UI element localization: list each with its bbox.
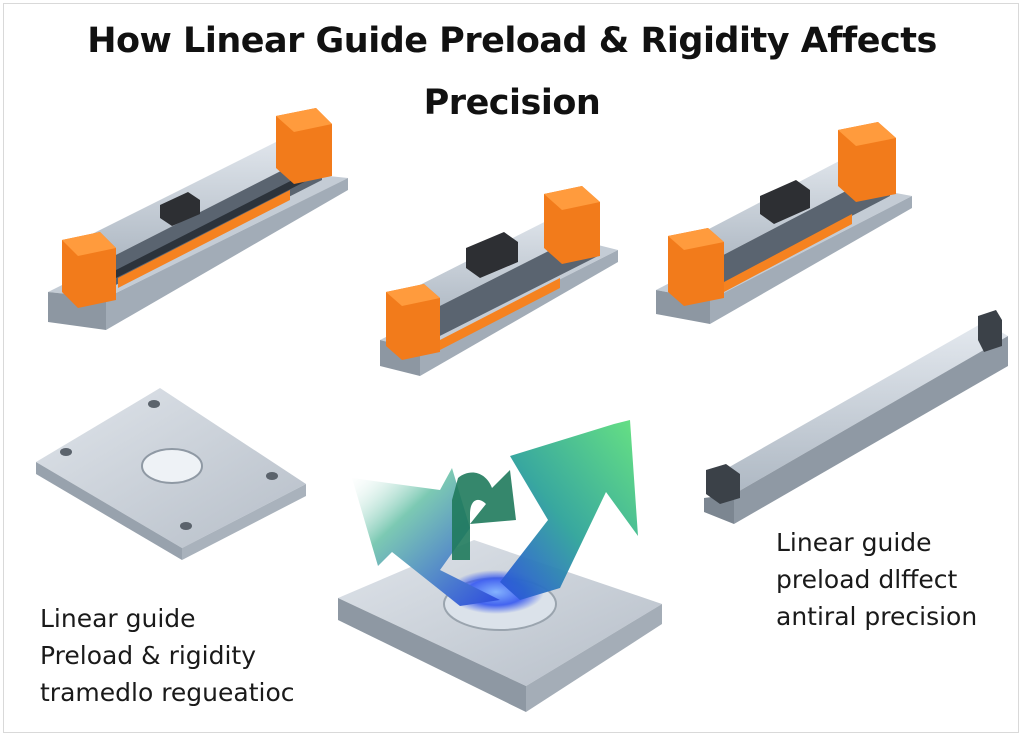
caption-right-line-3: antiral precision — [776, 602, 978, 631]
caption-left-line-3: tramedlo regueatioc — [40, 678, 295, 707]
base-plate-with-force-arrows — [338, 420, 662, 712]
title-line-2: Precision — [423, 83, 601, 123]
force-arrow-left — [352, 468, 500, 606]
caption-left-line-1: Linear guide — [40, 604, 196, 633]
linear-guide-assembly-2 — [380, 186, 618, 376]
caption-left: Linear guide Preload & rigidity tramedlo… — [40, 600, 295, 711]
force-arrow-curved — [452, 470, 516, 560]
title-line-1: How Linear Guide Preload & Rigidity Affe… — [87, 21, 937, 61]
caption-right-line-2: preload dlffect — [776, 565, 958, 594]
caption-left-line-2: Preload & rigidity — [40, 641, 257, 670]
diagram-title: How Linear Guide Preload & Rigidity Affe… — [0, 10, 1024, 134]
caption-right-line-1: Linear guide — [776, 528, 932, 557]
linear-guide-assembly-3 — [656, 122, 912, 324]
image-frame — [3, 3, 1019, 733]
caption-right: Linear guide preload dlffect antiral pre… — [776, 524, 977, 635]
mounting-plate — [36, 388, 306, 560]
linear-guide-assembly-1 — [48, 108, 348, 330]
force-arrow-main — [500, 420, 638, 600]
long-guide-rail — [704, 310, 1008, 524]
